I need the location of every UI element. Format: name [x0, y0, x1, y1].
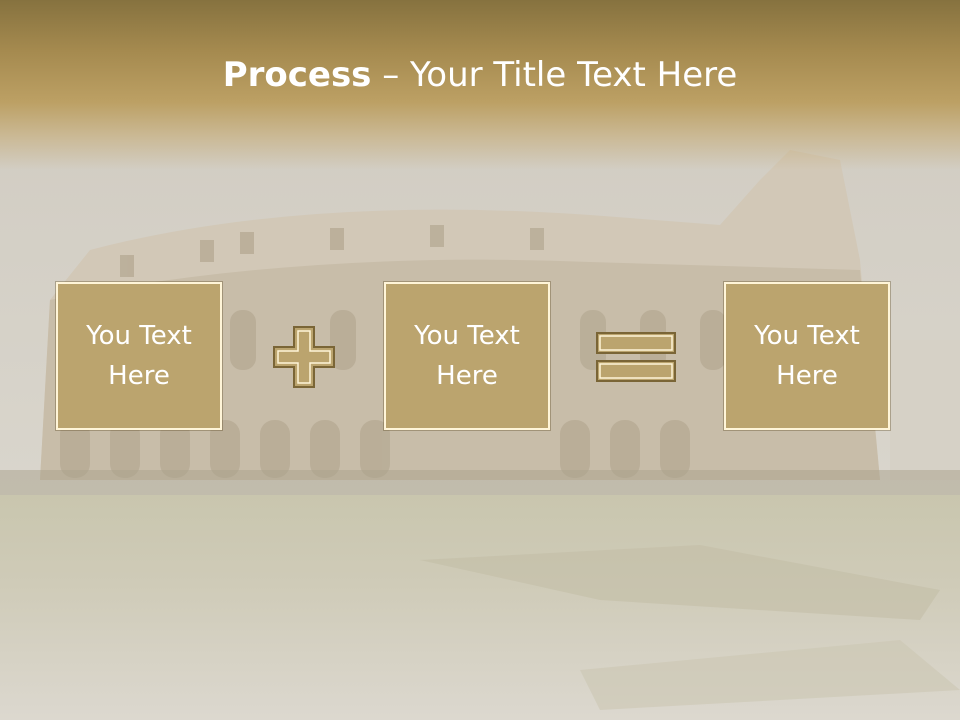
- title-band: [0, 0, 960, 170]
- process-box-3[interactable]: You Text Here: [724, 282, 890, 430]
- plus-icon: [273, 326, 335, 388]
- process-box-1-text: You Text Here: [86, 321, 192, 391]
- process-box-1[interactable]: You Text Here: [56, 282, 222, 430]
- process-box-2-text: You Text Here: [414, 321, 520, 391]
- process-box-3-text: You Text Here: [754, 321, 860, 391]
- title-rest-text: – Your Title Text Here: [371, 55, 738, 95]
- slide-title: Process – Your Title Text Here: [0, 52, 960, 98]
- title-bold-text: Process: [222, 55, 372, 95]
- process-box-2[interactable]: You Text Here: [384, 282, 550, 430]
- equals-icon: [596, 332, 676, 382]
